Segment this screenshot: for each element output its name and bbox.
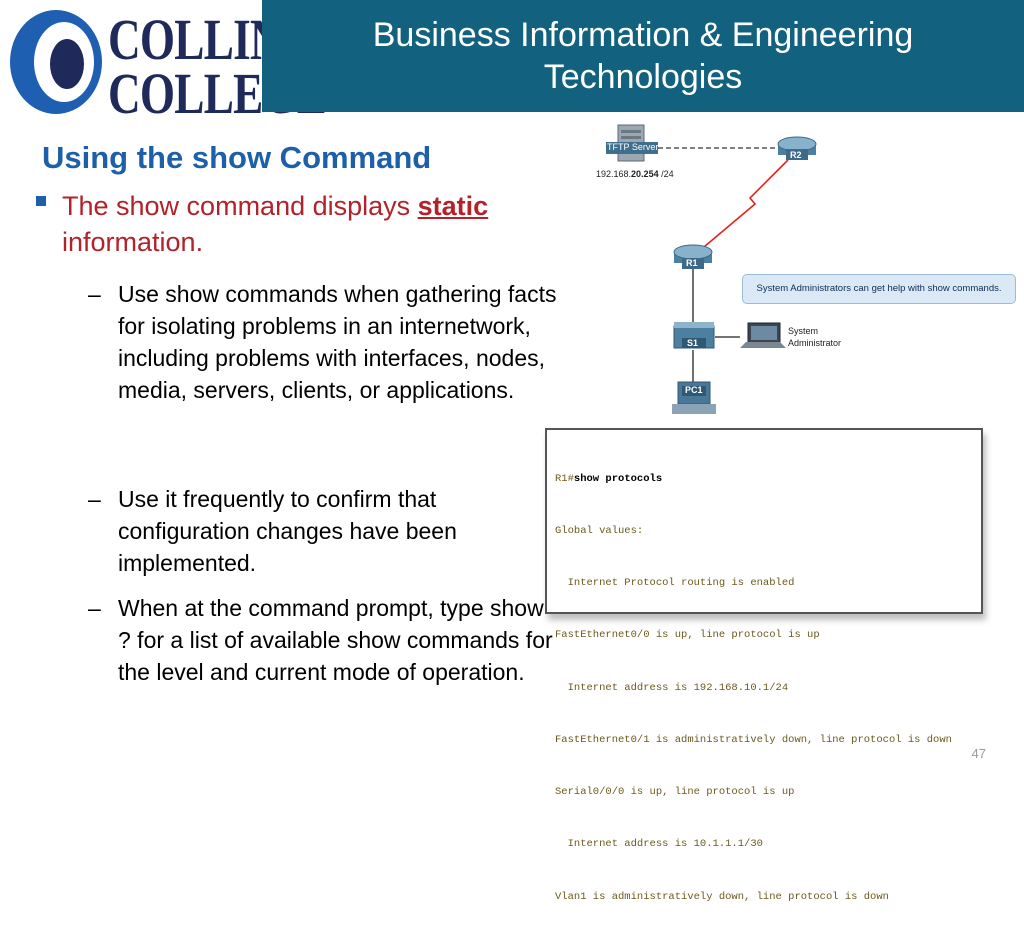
sub-bullet-text: Use it frequently to confirm that config… bbox=[118, 486, 457, 576]
topology-graphic bbox=[606, 124, 817, 414]
sub-bullet-text: When at the command prompt, type show ? … bbox=[118, 595, 553, 685]
console-line: Internet address is 10.1.1.1/30 bbox=[555, 838, 763, 851]
console-lines: R1#show protocols Global values: Interne… bbox=[555, 436, 952, 941]
router-r2-icon bbox=[777, 136, 817, 160]
pc1-label: PC1 bbox=[685, 385, 703, 395]
sub-bullet-text: Use show commands when gathering facts f… bbox=[118, 281, 557, 403]
tftp-server-label: TFTP Server bbox=[607, 142, 659, 152]
help-callout: System Administrators can get help with … bbox=[742, 274, 1016, 304]
console-line: Vlan1 is administratively down, line pro… bbox=[555, 890, 889, 903]
header-band bbox=[262, 0, 1024, 112]
router-r1-label: R1 bbox=[686, 258, 698, 268]
main-bullet-keyword: static bbox=[417, 191, 489, 221]
header-title-line2: Technologies bbox=[543, 58, 743, 96]
router-r2-label: R2 bbox=[790, 150, 802, 160]
laptop-icon bbox=[740, 322, 786, 348]
logo-text-collin: COLLIN bbox=[108, 7, 283, 72]
sysadmin-label-line2: Administrator bbox=[788, 338, 842, 348]
header-title-line1: Business Information & Engineering bbox=[372, 16, 914, 54]
console-command: show protocols bbox=[573, 472, 663, 485]
console-output: R1#show protocols Global values: Interne… bbox=[545, 428, 983, 903]
main-bullet: The show command displays static informa… bbox=[62, 188, 532, 260]
console-command-line: R1#show protocols bbox=[555, 471, 952, 488]
router-r1-icon bbox=[673, 244, 713, 269]
sub-bullet-dash: – bbox=[88, 281, 101, 307]
console-line: Internet Protocol routing is enabled bbox=[555, 577, 795, 590]
sub-bullet: – Use show commands when gathering facts… bbox=[88, 278, 558, 406]
sub-bullet: – Use it frequently to confirm that conf… bbox=[88, 483, 558, 579]
console-line: Global values: bbox=[555, 525, 644, 538]
main-bullet-prefix: The show command displays bbox=[62, 191, 418, 221]
switch-s1-icon bbox=[673, 322, 715, 349]
network-topology-diagram: TFTP Server 192.168.20.254 /24 R2 R1 S1 … bbox=[590, 120, 1020, 420]
collin-college-logo: COLLIN COLLEGE bbox=[0, 0, 327, 126]
pc-icon bbox=[672, 381, 716, 414]
console-line: FastEthernet0/1 is administratively down… bbox=[555, 733, 952, 746]
sysadmin-label-line1: System bbox=[788, 326, 819, 336]
header-title: Business Information & Engineering Techn… bbox=[262, 14, 1024, 98]
console-prompt: R1# bbox=[555, 472, 574, 485]
tftp-ip-label: 192.168.20.254 /24 bbox=[596, 169, 674, 179]
server-icon bbox=[606, 124, 658, 162]
slide-title: Using the show Command bbox=[42, 140, 432, 175]
square-bullet-icon bbox=[36, 196, 46, 206]
main-bullet-suffix: information. bbox=[62, 227, 204, 257]
console-line: Internet address is 192.168.10.1/24 bbox=[555, 681, 789, 694]
page-number: 47 bbox=[971, 746, 986, 761]
logo-crescent-icon bbox=[10, 10, 102, 114]
console-line: Serial0/0/0 is up, line protocol is up bbox=[555, 786, 795, 799]
serial-link-r1-r2 bbox=[697, 159, 789, 253]
sub-bullet-dash: – bbox=[88, 486, 101, 512]
sub-bullet-dash: – bbox=[88, 595, 101, 621]
console-line: FastEthernet0/0 is up, line protocol is … bbox=[555, 629, 820, 642]
switch-s1-label: S1 bbox=[687, 338, 699, 348]
sub-bullet: – When at the command prompt, type show … bbox=[88, 592, 558, 688]
